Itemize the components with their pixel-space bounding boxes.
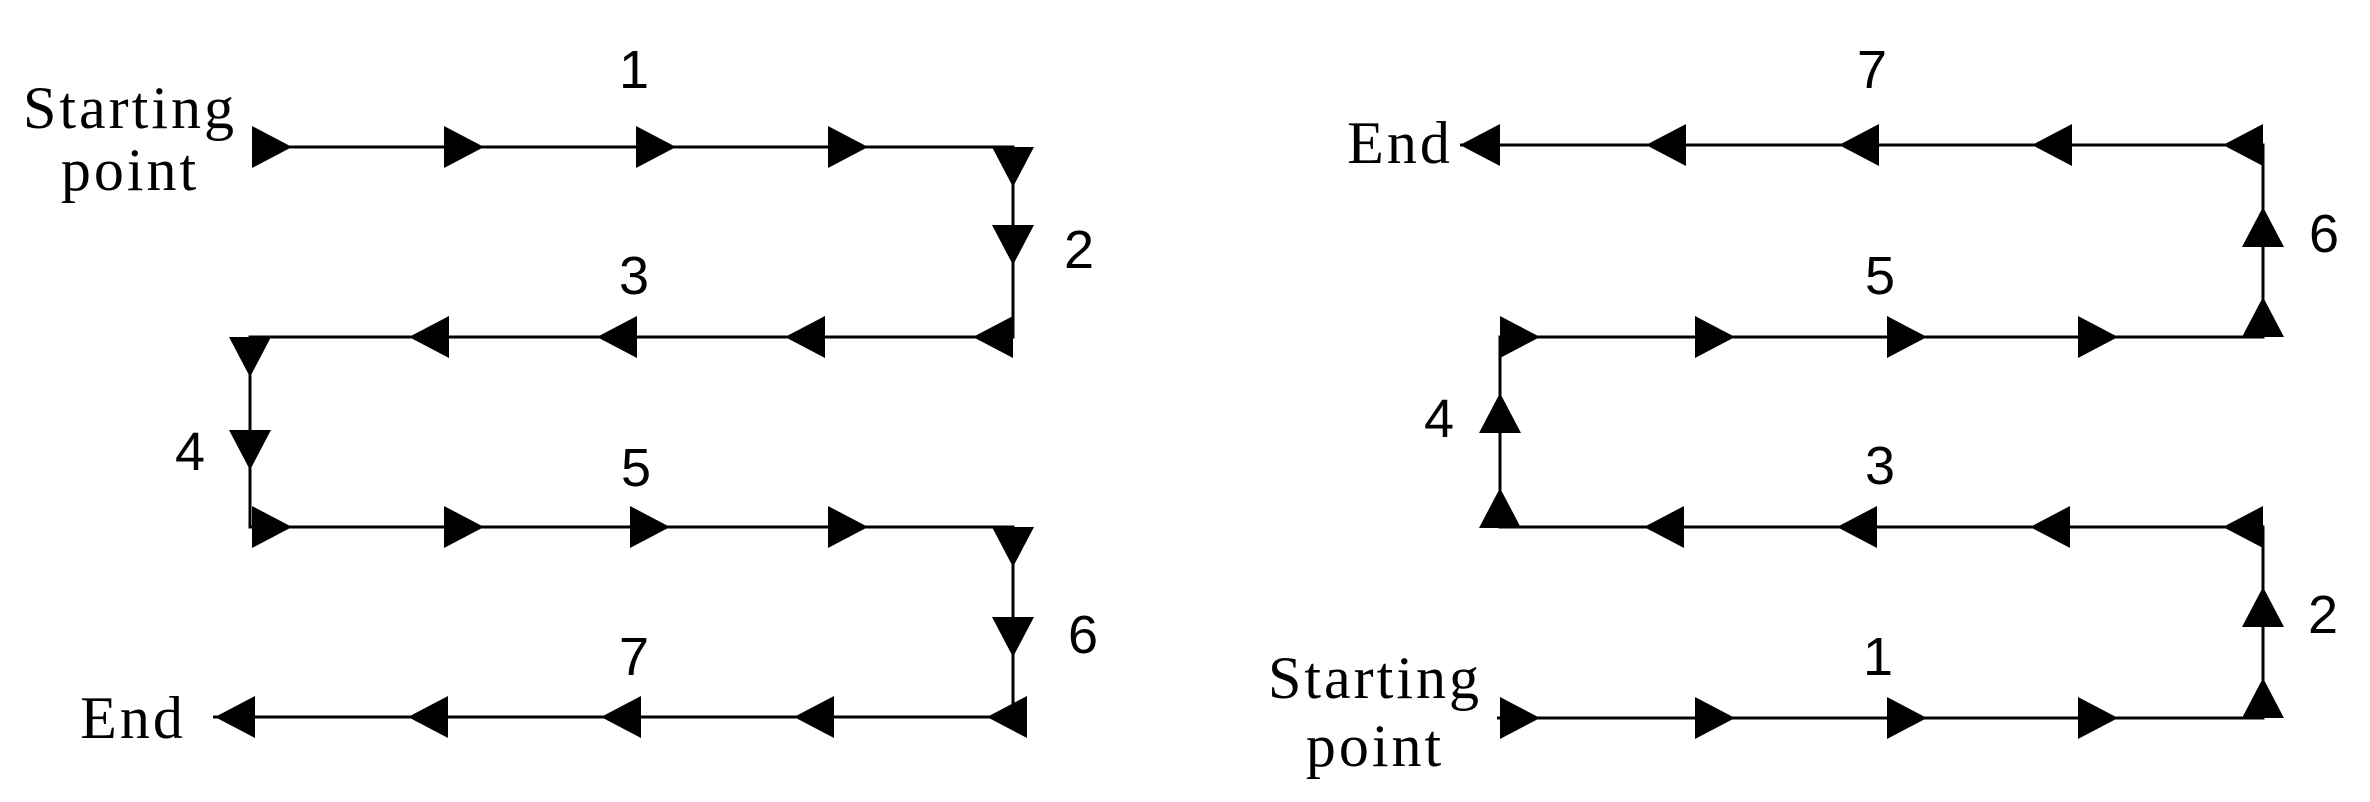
starting-point-label: point [61, 137, 199, 203]
left-arrow-icon [1837, 506, 1877, 548]
down-arrow-icon [992, 147, 1034, 187]
left-arrow-icon [794, 696, 834, 738]
left-arrow-icon [785, 316, 825, 358]
right-arrow-icon [252, 126, 292, 168]
down-arrow-icon [992, 527, 1034, 567]
down-arrow-icon [992, 225, 1034, 265]
left-arrow-icon [408, 696, 448, 738]
end-label: End [80, 685, 186, 751]
right-arrow-icon [1500, 316, 1540, 358]
left-arrow-icon [2223, 506, 2263, 548]
right-arrow-icon [1887, 316, 1927, 358]
right-arrow-icon [1887, 697, 1927, 739]
segment-number-label: 1 [1863, 627, 1893, 687]
left-arrow-icon [1646, 124, 1686, 166]
up-arrow-icon [2242, 297, 2284, 337]
segment-number-label: 1 [619, 40, 649, 100]
left-arrow-icon [2032, 124, 2072, 166]
segment-number-label: 3 [619, 246, 649, 306]
segment-number-label: 5 [621, 438, 651, 498]
left-arrow-icon [973, 316, 1013, 358]
segment-number-label: 2 [1064, 220, 1094, 280]
left-arrow-icon [601, 696, 641, 738]
right-arrow-icon [1695, 316, 1735, 358]
right-arrow-icon [630, 506, 670, 548]
left-arrow-icon [987, 696, 1027, 738]
left-arrow-icon [1644, 506, 1684, 548]
right-arrow-icon [828, 506, 868, 548]
up-arrow-icon [1479, 488, 1521, 528]
up-arrow-icon [2242, 587, 2284, 627]
up-arrow-icon [1479, 393, 1521, 433]
segment-number-label: 6 [2309, 204, 2339, 264]
down-arrow-icon [229, 337, 271, 377]
right-arrow-icon [1500, 697, 1540, 739]
segment-number-label: 7 [1857, 40, 1887, 100]
starting-point-label: Starting [1268, 645, 1482, 711]
segment-number-label: 4 [175, 422, 205, 482]
up-arrow-icon [2242, 678, 2284, 718]
left-arrow-icon [597, 316, 637, 358]
right-arrow-icon [2078, 697, 2118, 739]
down-arrow-icon [229, 430, 271, 470]
segment-number-label: 5 [1865, 246, 1895, 306]
left-arrow-icon [409, 316, 449, 358]
left-arrow-icon [2030, 506, 2070, 548]
starting-point-label: Starting [23, 75, 237, 141]
end-label: End [1347, 110, 1453, 176]
segment-number-label: 7 [619, 627, 649, 687]
segment-number-label: 3 [1865, 436, 1895, 496]
path-polyline [213, 145, 1015, 719]
right-arrow-icon [444, 506, 484, 548]
segment-number-label: 6 [1068, 605, 1098, 665]
right-arrow-icon [2078, 316, 2118, 358]
right-arrow-icon [444, 126, 484, 168]
right-arrow-icon [828, 126, 868, 168]
starting-point-label: point [1306, 713, 1444, 779]
down-arrow-icon [992, 617, 1034, 657]
up-arrow-icon [2242, 207, 2284, 247]
right-arrow-icon [252, 506, 292, 548]
segment-number-label: 2 [2308, 585, 2338, 645]
segment-number-label: 4 [1424, 389, 1454, 449]
left-arrow-icon [2223, 124, 2263, 166]
right-arrow-icon [1695, 697, 1735, 739]
left-arrow-icon [215, 696, 255, 738]
path-polyline [1460, 143, 2265, 720]
left-arrow-icon [1839, 124, 1879, 166]
left-arrow-icon [1460, 124, 1500, 166]
right-arrow-icon [636, 126, 676, 168]
